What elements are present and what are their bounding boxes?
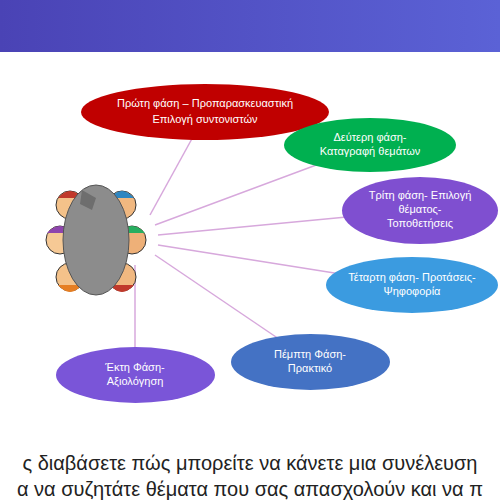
phase-ellipse: Τρίτη φάση- Επιλογή θέματος- Τοποθετήσει… — [342, 177, 498, 244]
phase-text: Τέταρτη φάση- Προτάσεις- Ψηφοφορία — [347, 271, 477, 299]
body-text: α να συζητάτε θέματα που σας απασχολούν … — [17, 478, 483, 500]
phase-text: Πρώτη φάση – Προπαρασκευαστική — [117, 97, 293, 111]
body-text: ς διαβάσετε πώς μπορείτε να κάνετε μια σ… — [23, 452, 478, 475]
header-bar — [0, 0, 500, 52]
phase-text: Πέμπτη Φάση- Πρακτικό — [255, 348, 365, 376]
phase-text: Έκτη Φάση- Αξιολόγηση — [80, 361, 190, 389]
phase-ellipse: Δεύτερη φάση-Καταγραφή θεμάτων — [284, 118, 456, 172]
phase-text: Τρίτη φάση- Επιλογή θέματος- Τοποθετήσει… — [365, 189, 475, 230]
phase-text: Επιλογή συντονιστών — [152, 113, 257, 127]
phase-ellipse: Έκτη Φάση- Αξιολόγηση — [56, 347, 215, 403]
children-illustration — [46, 185, 146, 295]
phase-ellipse: Πέμπτη Φάση- Πρακτικό — [231, 334, 390, 390]
phase-text: Δεύτερη φάση-Καταγραφή θεμάτων — [310, 131, 430, 159]
phase-ellipse: Τέταρτη φάση- Προτάσεις- Ψηφοφορία — [326, 257, 498, 313]
phase-ellipse: Πρώτη φάση – ΠροπαρασκευαστικήΕπιλογή συ… — [81, 84, 329, 140]
